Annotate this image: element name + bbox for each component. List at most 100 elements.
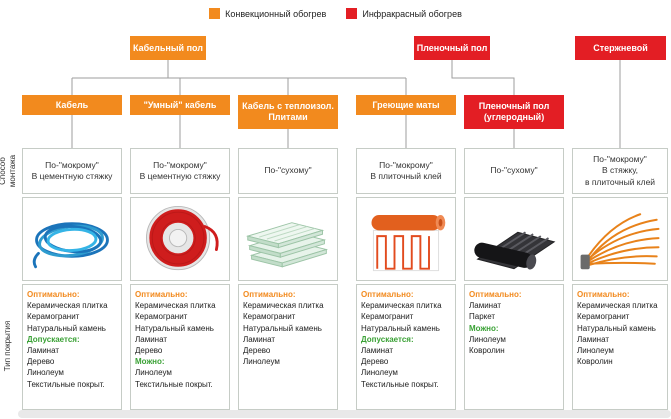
parent-film-floor: Пленочный пол bbox=[414, 36, 490, 60]
blue-cable-coil-image bbox=[32, 222, 109, 269]
coverage-line: Линолеум bbox=[361, 368, 398, 378]
montage-line: По-"мокрому" bbox=[45, 159, 99, 170]
coverage-line: Натуральный камень bbox=[361, 323, 440, 333]
coverage-line: Ламинат bbox=[577, 334, 610, 344]
coverage-line: Дерево bbox=[135, 345, 163, 355]
image-cell-heating-mats bbox=[356, 197, 456, 281]
coverage-line: Ламинат bbox=[361, 345, 394, 355]
legend-item-convection: Конвекционный обогрев bbox=[209, 8, 326, 19]
coverage-line: Керамическая плитка bbox=[243, 301, 324, 311]
coverage-line: Ламинат bbox=[135, 334, 168, 344]
convection-color-swatch bbox=[209, 8, 221, 19]
coverage-line: Оптимально: bbox=[243, 290, 296, 299]
coverage-line: Оптимально: bbox=[27, 290, 80, 299]
montage-line: в плиточный клей bbox=[584, 176, 656, 187]
category-cable: Кабель bbox=[22, 95, 122, 115]
coverage-line: Оптимально: bbox=[135, 290, 188, 299]
coverage-line: Ламинат bbox=[469, 301, 502, 311]
coverage-line: Линолеум bbox=[577, 345, 614, 355]
montage-cell-smart-cable: По-"мокрому"В цементную стяжку bbox=[130, 148, 230, 194]
coverage-line: Линолеум bbox=[135, 368, 172, 378]
infrared-label: Инфракрасный обогрев bbox=[362, 8, 462, 19]
carbon-film-roll-image bbox=[474, 231, 556, 270]
side-label-coating-type: Тип покрытия bbox=[3, 320, 12, 372]
montage-line: В цементную стяжку bbox=[31, 171, 113, 181]
convection-label: Конвекционный обогрев bbox=[225, 8, 327, 19]
coverage-line: Оптимально: bbox=[469, 290, 522, 299]
coverage-line: Керамогранит bbox=[361, 312, 414, 322]
montage-cell-cable: По-"мокрому"В цементную стяжку bbox=[22, 148, 122, 194]
montage-cell-rod: По-"мокрому"В стяжку,в плиточный клей bbox=[572, 148, 668, 194]
legend: Конвекционный обогрев Инфракрасный обогр… bbox=[0, 8, 671, 19]
montage-cell-insulated-plates: По-"сухому" bbox=[238, 148, 338, 194]
legend-item-infrared: Инфракрасный обогрев bbox=[346, 8, 462, 19]
side-label-montage-method: Способ монтажа bbox=[0, 154, 17, 188]
coverage-line: Дерево bbox=[27, 357, 55, 367]
red-cable-spool-image bbox=[145, 205, 219, 271]
coverage-line: Текстильные покрыт. bbox=[361, 379, 439, 389]
coverage-line: Линолеум bbox=[469, 334, 506, 344]
montage-line: В стяжку, bbox=[601, 165, 639, 176]
montage-line: В цементную стяжку bbox=[139, 171, 221, 181]
montage-line: По-"мокрому" bbox=[153, 159, 207, 170]
category-carbon-film: Пленочный пол (углеродный) bbox=[464, 95, 564, 129]
coverage-line: Керамическая плитка bbox=[27, 301, 108, 311]
image-cell-rod bbox=[572, 197, 668, 281]
montage-line: По-"сухому" bbox=[264, 165, 312, 176]
coverage-line: Паркет bbox=[469, 312, 496, 322]
coverage-line: Керамическая плитка bbox=[577, 301, 658, 311]
montage-line: По-"мокрому" bbox=[593, 154, 647, 165]
montage-cell-heating-mats: По-"мокрому"В плиточный клей bbox=[356, 148, 456, 194]
montage-cell-carbon-film: По-"сухому" bbox=[464, 148, 564, 194]
coverage-line: Дерево bbox=[361, 357, 389, 367]
coverage-line: Допускается: bbox=[361, 334, 414, 344]
coverage-line: Оптимально: bbox=[577, 290, 630, 299]
coverage-line: Допускается: bbox=[27, 334, 80, 344]
infrared-color-swatch bbox=[346, 8, 358, 19]
bottom-edge-strip bbox=[18, 410, 671, 418]
category-heating-mats: Греющие маты bbox=[356, 95, 456, 115]
image-cell-insulated-plates bbox=[238, 197, 338, 281]
category-smart-cable: "Умный" кабель bbox=[130, 95, 230, 115]
coverage-line: Натуральный камень bbox=[577, 323, 656, 333]
category-cable-insulated-plates: Кабель с теплоизол. Плитами bbox=[238, 95, 338, 129]
coverage-line: Можно: bbox=[135, 357, 165, 367]
coverage-line: Дерево bbox=[243, 345, 271, 355]
coverage-line: Керамогранит bbox=[243, 312, 296, 322]
coverage-line: Ламинат bbox=[243, 334, 276, 344]
coverage-line: Керамическая плитка bbox=[361, 301, 442, 311]
coverage-line: Текстильные покрыт. bbox=[135, 379, 213, 389]
parent-rod-floor: Стержневой bbox=[575, 36, 666, 60]
coverage-line: Керамогранит bbox=[135, 312, 188, 322]
heating-mat-image bbox=[371, 215, 446, 272]
coverage-line: Ламинат bbox=[27, 345, 60, 355]
montage-line: По-"мокрому" bbox=[379, 159, 433, 170]
insulation-plates-image bbox=[245, 222, 329, 268]
coverage-line: Керамическая плитка bbox=[135, 301, 216, 311]
coverage-line: Натуральный камень bbox=[135, 323, 214, 333]
coverage-line: Текстильные покрыт. bbox=[27, 379, 105, 389]
montage-line: По-"сухому" bbox=[490, 165, 538, 176]
coverage-line: Натуральный камень bbox=[243, 323, 322, 333]
coverage-line: Ковролин bbox=[469, 345, 505, 355]
montage-line: В плиточный клей bbox=[370, 171, 442, 181]
image-cell-cable bbox=[22, 197, 122, 281]
coverage-line: Натуральный камень bbox=[27, 323, 106, 333]
image-cell-carbon-film bbox=[464, 197, 564, 281]
image-cell-smart-cable bbox=[130, 197, 230, 281]
coverage-line: Ковролин bbox=[577, 357, 613, 367]
rod-bundle-image bbox=[580, 213, 660, 270]
parent-cable-floor: Кабельный пол bbox=[130, 36, 206, 60]
coverage-line: Керамогранит bbox=[27, 312, 80, 322]
coverage-line: Керамогранит bbox=[577, 312, 630, 322]
coverage-line: Оптимально: bbox=[361, 290, 414, 299]
coverage-line: Линолеум bbox=[243, 357, 280, 367]
coverage-line: Можно: bbox=[469, 323, 499, 333]
